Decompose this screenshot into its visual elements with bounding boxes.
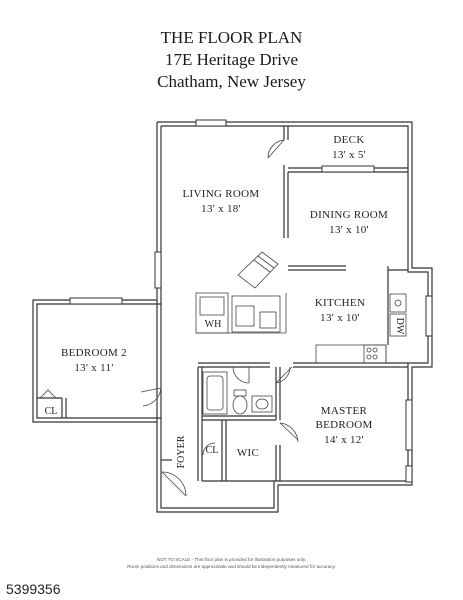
disclaimer-line-1: NOT TO SCALE - This floor plan is provid… — [156, 557, 307, 562]
listing-id: 5399356 — [6, 581, 61, 597]
deck-label: DECK — [333, 134, 364, 146]
bedroom2-label: BEDROOM 2 — [61, 347, 127, 359]
address-city: Chatham, New Jersey — [157, 72, 306, 91]
kitchen-dims: 13' x 10' — [320, 312, 360, 324]
living-room-dims: 13' x 18' — [201, 203, 241, 215]
wic-label: WIC — [237, 447, 259, 459]
dw-label: DW — [394, 318, 405, 335]
foyer-label: FOYER — [176, 435, 187, 468]
fixtures — [202, 251, 407, 415]
deck-dims: 13' x 5' — [332, 149, 366, 161]
dining-room-label: DINING ROOM — [310, 209, 388, 221]
bedroom2-dims: 13' x 11' — [74, 362, 113, 374]
plan-title: THE FLOOR PLAN — [160, 28, 303, 47]
disclaimer-line-2: Room positions and dimensions are approx… — [127, 564, 336, 569]
wh-label: WH — [205, 319, 222, 330]
living-room-label: LIVING ROOM — [183, 188, 260, 200]
closet-foyer-label: CL — [206, 445, 219, 456]
kitchen-label: KITCHEN — [315, 297, 365, 309]
master-bedroom-label-2: BEDROOM — [315, 419, 372, 431]
doors — [39, 139, 299, 497]
dining-room-dims: 13' x 10' — [329, 224, 369, 236]
windows — [69, 119, 433, 483]
interior-walls — [37, 126, 408, 482]
master-bedroom-label-1: MASTER — [321, 405, 368, 417]
address-street: 17E Heritage Drive — [164, 50, 299, 69]
closet-bedroom2-label: CL — [45, 406, 58, 417]
exterior-walls — [32, 121, 433, 513]
master-bedroom-dims: 14' x 12' — [324, 434, 364, 446]
